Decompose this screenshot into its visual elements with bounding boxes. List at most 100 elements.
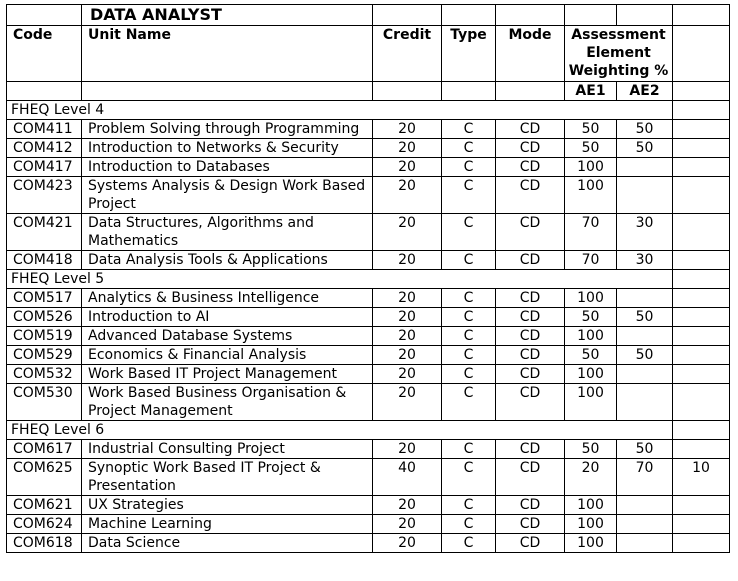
module-ae2: 50 (616, 345, 673, 365)
module-code: COM423 (6, 176, 82, 214)
module-extra-weighting (672, 288, 730, 308)
module-type: C (441, 345, 496, 365)
module-ae1: 100 (564, 495, 617, 515)
module-credit: 20 (372, 307, 442, 327)
module-type: C (441, 307, 496, 327)
module-mode: CD (495, 119, 565, 139)
module-ae1: 50 (564, 439, 617, 459)
module-name: Data Structures, Algorithms and Mathemat… (81, 213, 373, 251)
module-credit: 20 (372, 157, 442, 177)
module-mode: CD (495, 157, 565, 177)
module-ae2 (616, 533, 673, 553)
module-ae1: 70 (564, 250, 617, 270)
module-type: C (441, 157, 496, 177)
module-name: Synoptic Work Based IT Project & Present… (81, 458, 373, 496)
module-ae1: 100 (564, 288, 617, 308)
module-extra-weighting (672, 326, 730, 346)
module-name: Problem Solving through Programming (81, 119, 373, 139)
module-extra-weighting: 10 (672, 458, 730, 496)
module-mode: CD (495, 458, 565, 496)
module-ae1: 100 (564, 326, 617, 346)
module-ae2: 50 (616, 307, 673, 327)
module-extra-weighting (672, 138, 730, 158)
module-ae2: 30 (616, 250, 673, 270)
header-row: Code Unit Name Credit Type Mode Assessme… (6, 25, 730, 82)
module-name: Analytics & Business Intelligence (81, 288, 373, 308)
module-extra-weighting (672, 250, 730, 270)
header-credit: Credit (372, 25, 442, 82)
module-code: COM526 (6, 307, 82, 327)
module-credit: 20 (372, 288, 442, 308)
module-extra-weighting (672, 495, 730, 515)
module-credit: 20 (372, 533, 442, 553)
module-ae1: 100 (564, 176, 617, 214)
module-mode: CD (495, 439, 565, 459)
module-extra-weighting (672, 157, 730, 177)
level-label: FHEQ Level 6 (6, 420, 673, 440)
level-label: FHEQ Level 4 (6, 100, 673, 120)
module-type: C (441, 326, 496, 346)
module-extra-weighting (672, 439, 730, 459)
module-credit: 20 (372, 250, 442, 270)
module-ae1: 100 (564, 383, 617, 421)
subheader-row: AE1 AE2 (6, 81, 730, 101)
module-mode: CD (495, 345, 565, 365)
module-ae2: 30 (616, 213, 673, 251)
module-code: COM421 (6, 213, 82, 251)
module-ae1: 50 (564, 345, 617, 365)
module-extra-weighting (672, 514, 730, 534)
module-type: C (441, 138, 496, 158)
module-type: C (441, 533, 496, 553)
module-ae2: 50 (616, 138, 673, 158)
module-ae2 (616, 176, 673, 214)
module-mode: CD (495, 288, 565, 308)
module-table-container: DATA ANALYST Code Unit Name Credit Type … (6, 4, 730, 553)
module-credit: 20 (372, 495, 442, 515)
module-name: Machine Learning (81, 514, 373, 534)
module-mode: CD (495, 383, 565, 421)
header-ae2: AE2 (616, 81, 673, 101)
module-type: C (441, 288, 496, 308)
module-extra-weighting (672, 345, 730, 365)
module-mode: CD (495, 514, 565, 534)
module-name: Data Science (81, 533, 373, 553)
module-table: DATA ANALYST Code Unit Name Credit Type … (6, 4, 730, 553)
assessment-line-3: Weighting % (568, 63, 669, 79)
title-blank-cell (6, 4, 82, 26)
module-credit: 20 (372, 514, 442, 534)
level-row: FHEQ Level 6 (6, 420, 730, 440)
module-code: COM417 (6, 157, 82, 177)
module-extra-weighting (672, 383, 730, 421)
module-credit: 20 (372, 326, 442, 346)
module-name: Data Analysis Tools & Applications (81, 250, 373, 270)
module-ae2 (616, 495, 673, 515)
module-ae2 (616, 157, 673, 177)
module-mode: CD (495, 326, 565, 346)
level-label: FHEQ Level 5 (6, 269, 673, 289)
module-code: COM418 (6, 250, 82, 270)
module-code: COM617 (6, 439, 82, 459)
module-mode: CD (495, 495, 565, 515)
module-code: COM519 (6, 326, 82, 346)
module-type: C (441, 495, 496, 515)
module-credit: 20 (372, 119, 442, 139)
module-name: Work Based IT Project Management (81, 364, 373, 384)
module-credit: 20 (372, 364, 442, 384)
module-mode: CD (495, 176, 565, 214)
module-code: COM624 (6, 514, 82, 534)
module-type: C (441, 250, 496, 270)
header-assessment-weighting: Assessment Element Weighting % (564, 25, 673, 82)
module-credit: 40 (372, 458, 442, 496)
module-ae2 (616, 514, 673, 534)
module-name: Advanced Database Systems (81, 326, 373, 346)
